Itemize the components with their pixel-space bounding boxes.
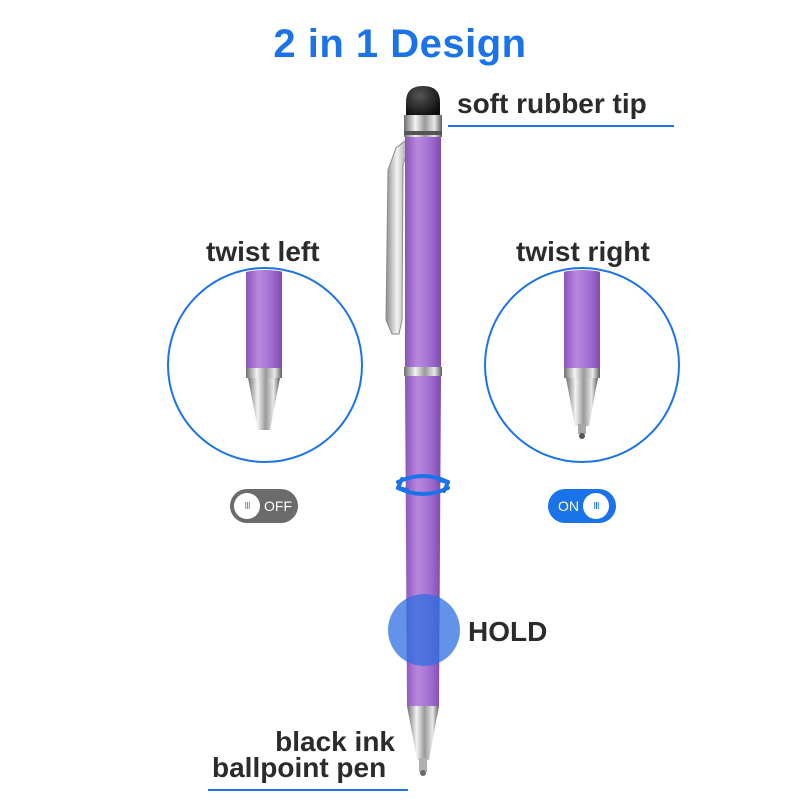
rubber-tip — [406, 86, 440, 118]
toggle-off[interactable]: III OFF — [230, 489, 298, 523]
twist-right-zoom — [484, 267, 680, 463]
soft-tip-underline — [448, 125, 674, 127]
toggle-knob-icon: III — [234, 493, 260, 519]
pen-clip — [385, 139, 409, 335]
ink-label-line1: black ink — [275, 726, 395, 757]
soft-tip-label: soft rubber tip — [457, 88, 647, 119]
upper-barrel — [405, 137, 441, 369]
rotate-arrows-icon — [396, 474, 450, 496]
ink-label-line2: ballpoint pen — [212, 752, 387, 783]
hold-label: HOLD — [468, 616, 548, 647]
middle-ring — [404, 367, 442, 376]
toggle-knob-icon: III — [583, 493, 609, 519]
toggle-off-text: OFF — [264, 498, 292, 514]
ballpoint-cone — [407, 706, 439, 760]
page-title: 2 in 1 Design — [273, 22, 527, 66]
twist-right-label: twist right — [516, 236, 650, 267]
toggle-on[interactable]: ON III — [548, 489, 616, 523]
ink-underline — [208, 789, 408, 791]
toggle-on-text: ON — [558, 498, 579, 514]
pen — [385, 86, 442, 776]
twist-left-label: twist left — [206, 236, 320, 267]
twist-left-zoom — [167, 267, 363, 463]
hold-indicator — [388, 594, 460, 666]
